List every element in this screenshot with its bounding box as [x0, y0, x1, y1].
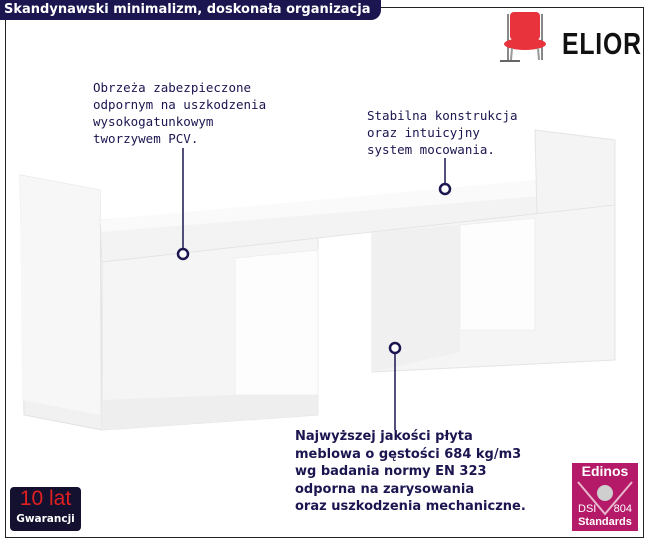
- banner-title: Skandynawski minimalizm, doskonała organ…: [0, 0, 381, 20]
- note-line: oraz intuicyjny: [367, 125, 480, 140]
- note-line: wg badania normy EN 323: [295, 464, 487, 479]
- certificate-left: DSI: [578, 503, 597, 515]
- certificate-name: Edinos: [581, 463, 629, 479]
- warranty-label: Gwarancji: [16, 513, 75, 525]
- certificate-v-icon: [577, 481, 633, 516]
- note-edges: Obrzeża zabezpieczone odpornym na uszkod…: [93, 79, 266, 147]
- brand-name: ELIOR: [562, 26, 642, 61]
- note-line: odpornym na uszkodzenia: [93, 97, 267, 112]
- certificate-right: 804: [613, 503, 632, 515]
- note-line: Stabilna konstrukcja: [367, 108, 518, 123]
- edinos-certificate-badge: Edinos DSI 804 Standards: [572, 463, 638, 531]
- note-line: Najwyższej jakości płyta: [295, 429, 473, 444]
- note-line: odporna na zarysowania: [295, 481, 475, 497]
- certificate-bottom: Standards: [578, 516, 632, 528]
- warranty-badge: 10 lat Gwarancji: [10, 487, 81, 531]
- marker-dot: [438, 182, 452, 196]
- warranty-years: 10 lat: [19, 487, 72, 510]
- marker-dot: [388, 341, 402, 355]
- note-line: wysokogatunkowym: [93, 114, 214, 129]
- note-line: meblowa o gęstości 684 kg/m3: [295, 446, 522, 462]
- note-construction: Stabilna konstrukcja oraz intuicyjny sys…: [367, 107, 518, 158]
- note-board: Najwyższej jakości płyta meblowa o gęsto…: [295, 428, 526, 516]
- note-line: oraz uszkodzenia mechaniczne.: [295, 499, 526, 514]
- marker-dot: [176, 247, 190, 261]
- note-line: Obrzeża zabezpieczone: [93, 80, 252, 95]
- chair-logo-icon: [500, 12, 546, 62]
- note-line: system mocowania.: [367, 142, 495, 157]
- note-line: tworzywem PCV.: [93, 131, 199, 146]
